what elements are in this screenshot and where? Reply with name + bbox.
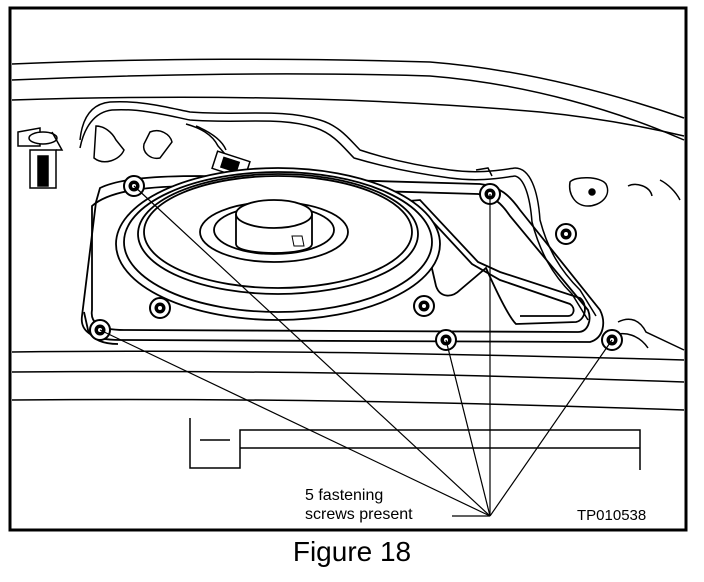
screw-icon [413, 295, 435, 317]
screw-icon [555, 223, 577, 245]
reference-code: TP010538 [577, 507, 647, 524]
figure-caption: Figure 18 [292, 536, 412, 567]
callout-line-1: 5 fastening [305, 487, 384, 504]
left-bracket [17, 127, 64, 189]
speaker-icon [115, 167, 441, 321]
callout-label: 5 fastening screws present [305, 486, 413, 524]
rear-shelf-outline [11, 58, 685, 470]
callout-line-2: screws present [305, 506, 413, 523]
callout-leaders [99, 185, 613, 517]
screw-icon [149, 297, 171, 319]
